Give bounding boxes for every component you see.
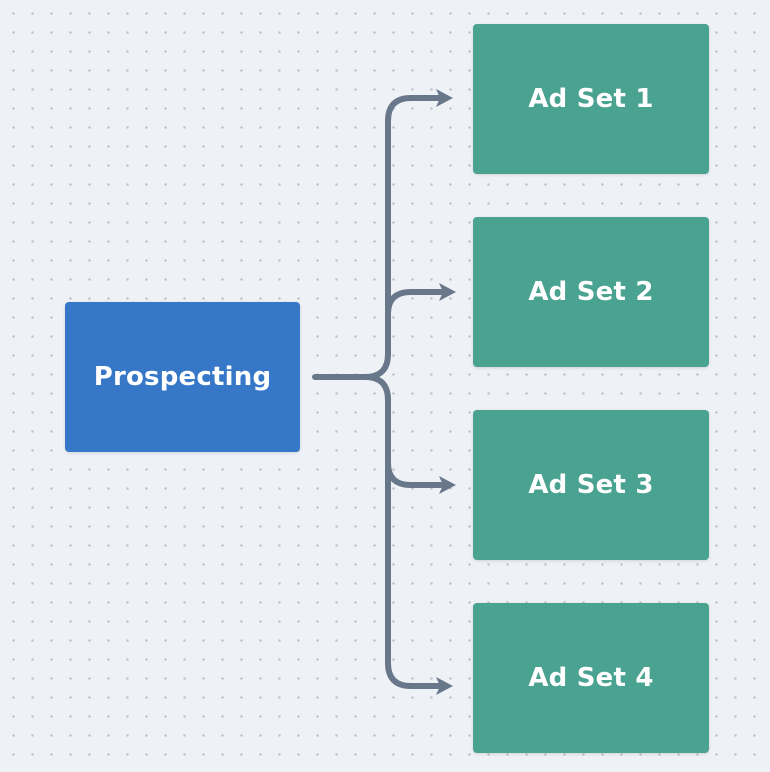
arrowhead-ad-set-2 (439, 283, 456, 301)
arrowhead-ad-set-1 (436, 89, 453, 107)
node-ad-set-4[interactable]: Ad Set 4 (473, 603, 709, 753)
connector-lower-trunk (362, 374, 443, 689)
arrowhead-ad-set-4 (436, 677, 453, 695)
node-ad-set-3[interactable]: Ad Set 3 (473, 410, 709, 560)
node-ad-set-2[interactable]: Ad Set 2 (473, 217, 709, 367)
node-ad-set-3-label: Ad Set 3 (528, 470, 654, 500)
node-ad-set-2-label: Ad Set 2 (528, 277, 654, 307)
node-prospecting-label: Prospecting (93, 362, 272, 392)
connector-to-ad-set-2 (385, 289, 444, 317)
node-ad-set-4-label: Ad Set 4 (528, 663, 654, 693)
node-ad-set-1-label: Ad Set 1 (528, 84, 654, 114)
connector-to-ad-set-3 (385, 460, 444, 488)
connector-trunk (312, 95, 443, 380)
node-ad-set-1[interactable]: Ad Set 1 (473, 24, 709, 174)
arrowhead-ad-set-3 (439, 476, 456, 494)
node-prospecting[interactable]: Prospecting (65, 302, 300, 452)
